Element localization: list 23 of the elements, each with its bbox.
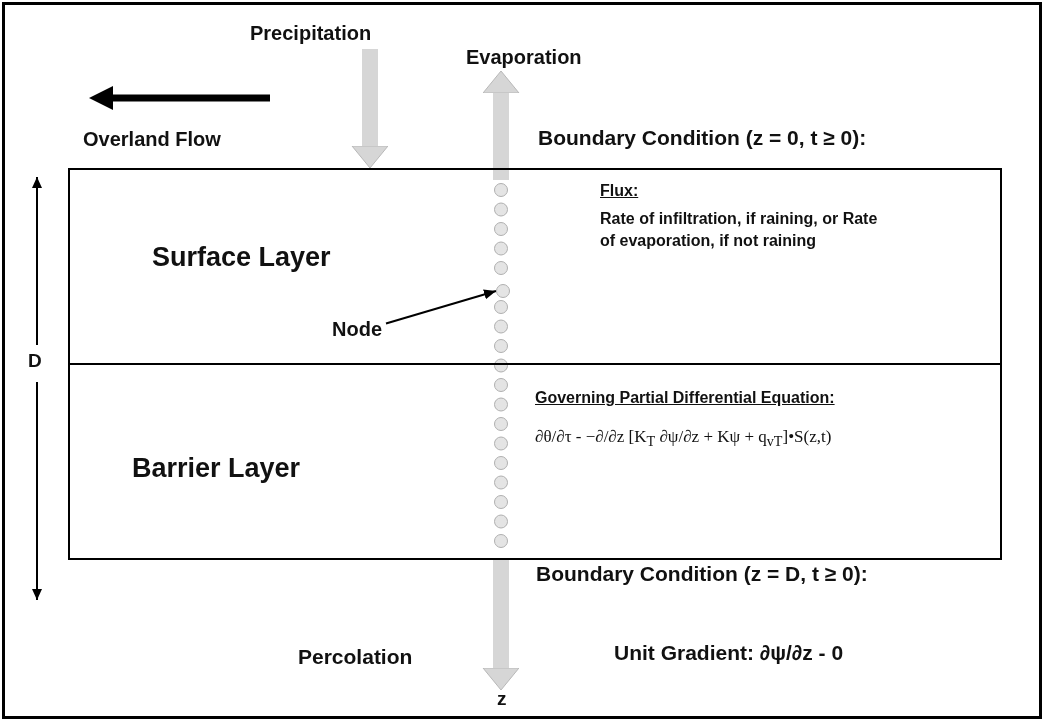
soil-layer-box <box>68 168 1002 365</box>
equation: ∂θ/∂τ - −∂/∂z [K$_{T}$ ∂ψ/∂z + Kψ + q$_{vT}$]•S(z,t) <box>535 427 832 451</box>
flow-label: Percolation <box>298 645 413 669</box>
flow-arrow <box>482 70 520 180</box>
node-circle <box>496 284 510 298</box>
boundary-condition-text: Unit Gradient: ∂ψ/∂z - 0 <box>614 641 844 665</box>
boundary-condition-text: Boundary Condition (z = D, t ≥ 0): <box>536 562 868 586</box>
flow-arrow <box>351 49 389 169</box>
layer-title: Surface Layer <box>152 242 331 273</box>
section-heading: Flux: <box>600 182 639 200</box>
section-heading: Governing Partial Differential Equation: <box>535 389 835 407</box>
leader-line <box>385 289 497 325</box>
body-text: Rate of infiltration, if raining, or Rate of evaporation, if not raining <box>600 209 879 252</box>
flow-label: Evaporation <box>466 46 582 69</box>
soil-layer-box <box>68 363 1002 560</box>
flow-arrow <box>482 560 520 691</box>
boundary-condition-text: Boundary Condition (z = 0, t ≥ 0): <box>538 126 867 150</box>
dimension-label: D <box>28 350 42 372</box>
flow-label: Overland Flow <box>83 128 221 151</box>
axis-label: z <box>497 688 507 710</box>
flow-label: Precipitation <box>250 22 372 45</box>
node-label: Node <box>332 318 382 341</box>
layer-title: Barrier Layer <box>132 453 301 484</box>
